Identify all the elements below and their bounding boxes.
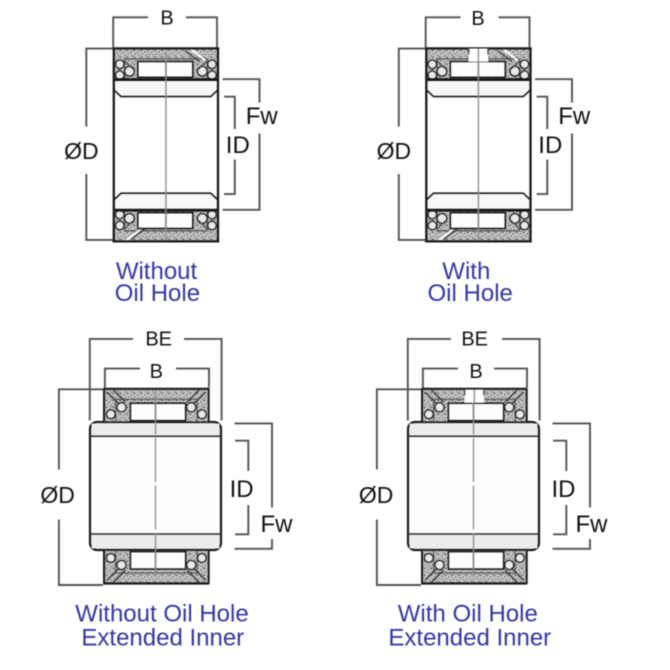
svg-text:Fw: Fw — [576, 511, 609, 538]
svg-text:ØD: ØD — [64, 138, 99, 164]
svg-text:Extended Inner: Extended Inner — [81, 625, 244, 652]
svg-text:Fw: Fw — [246, 103, 279, 130]
svg-text:B: B — [150, 361, 163, 383]
svg-text:Oil Hole: Oil Hole — [428, 280, 513, 307]
svg-text:ID: ID — [230, 476, 254, 503]
svg-text:ØD: ØD — [359, 482, 394, 508]
svg-text:Without Oil Hole: Without Oil Hole — [75, 601, 248, 628]
svg-text:ID: ID — [226, 132, 250, 159]
svg-text:ØD: ØD — [377, 138, 412, 164]
svg-text:ØD: ØD — [40, 482, 75, 508]
svg-text:B: B — [471, 8, 484, 30]
svg-text:ID: ID — [538, 132, 562, 159]
svg-text:Extended Inner: Extended Inner — [388, 625, 551, 652]
svg-text:With Oil Hole: With Oil Hole — [398, 601, 538, 628]
svg-text:BE: BE — [461, 329, 488, 351]
svg-text:Fw: Fw — [261, 511, 294, 538]
svg-text:BE: BE — [145, 329, 172, 351]
svg-text:Fw: Fw — [558, 103, 591, 130]
svg-text:B: B — [160, 7, 173, 29]
svg-text:With: With — [442, 258, 490, 285]
svg-text:B: B — [469, 361, 482, 383]
svg-text:Oil Hole: Oil Hole — [115, 280, 200, 307]
svg-text:ID: ID — [552, 476, 576, 503]
svg-text:Without: Without — [116, 258, 198, 285]
